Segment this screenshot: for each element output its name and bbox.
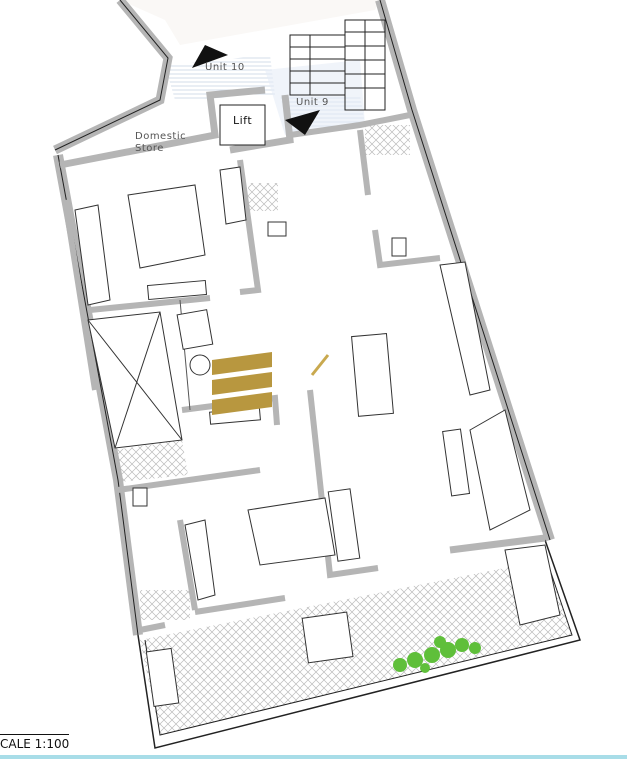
plants (393, 636, 481, 673)
store-floor (115, 440, 188, 482)
scale-label: CALE 1:100 (0, 734, 70, 751)
toilet-2 (391, 237, 407, 257)
arrow-unit9-icon (285, 110, 320, 135)
logo-watermark (212, 352, 330, 415)
lift-shaft (219, 104, 266, 146)
furniture (74, 166, 561, 707)
wardrobe-1 (74, 204, 111, 306)
label-lift: Lift (233, 114, 253, 127)
kitchen-counter (439, 261, 491, 396)
shower-floor (365, 125, 410, 155)
dining-table (351, 333, 394, 417)
toilet-3 (132, 487, 148, 507)
bench (146, 279, 208, 301)
staircase (289, 19, 386, 111)
exterior-area (120, 0, 380, 45)
arrow-unit10-icon (192, 45, 228, 68)
coffee-table (442, 428, 471, 497)
wardrobe-3 (219, 166, 247, 225)
bed-1 (127, 184, 206, 269)
label-unit10: Unit 10 (205, 62, 245, 73)
label-domestic: Domestic (135, 131, 187, 142)
shower-floor-3 (248, 183, 278, 211)
label-unit9: Unit 9 (296, 97, 329, 108)
wardrobe-2 (184, 519, 216, 601)
shower-floor-2 (140, 590, 190, 620)
bottom-border (0, 755, 627, 759)
sofa (469, 409, 531, 531)
armchair (176, 309, 214, 350)
terrace-table (301, 611, 354, 664)
tv-unit (327, 488, 361, 562)
side-table (189, 354, 211, 376)
terrace-bench (145, 647, 180, 707)
label-store: Store (135, 143, 164, 154)
toilet (267, 221, 287, 237)
terrace (140, 560, 572, 735)
terrace-sofa (504, 544, 561, 626)
bed-2 (247, 497, 336, 566)
